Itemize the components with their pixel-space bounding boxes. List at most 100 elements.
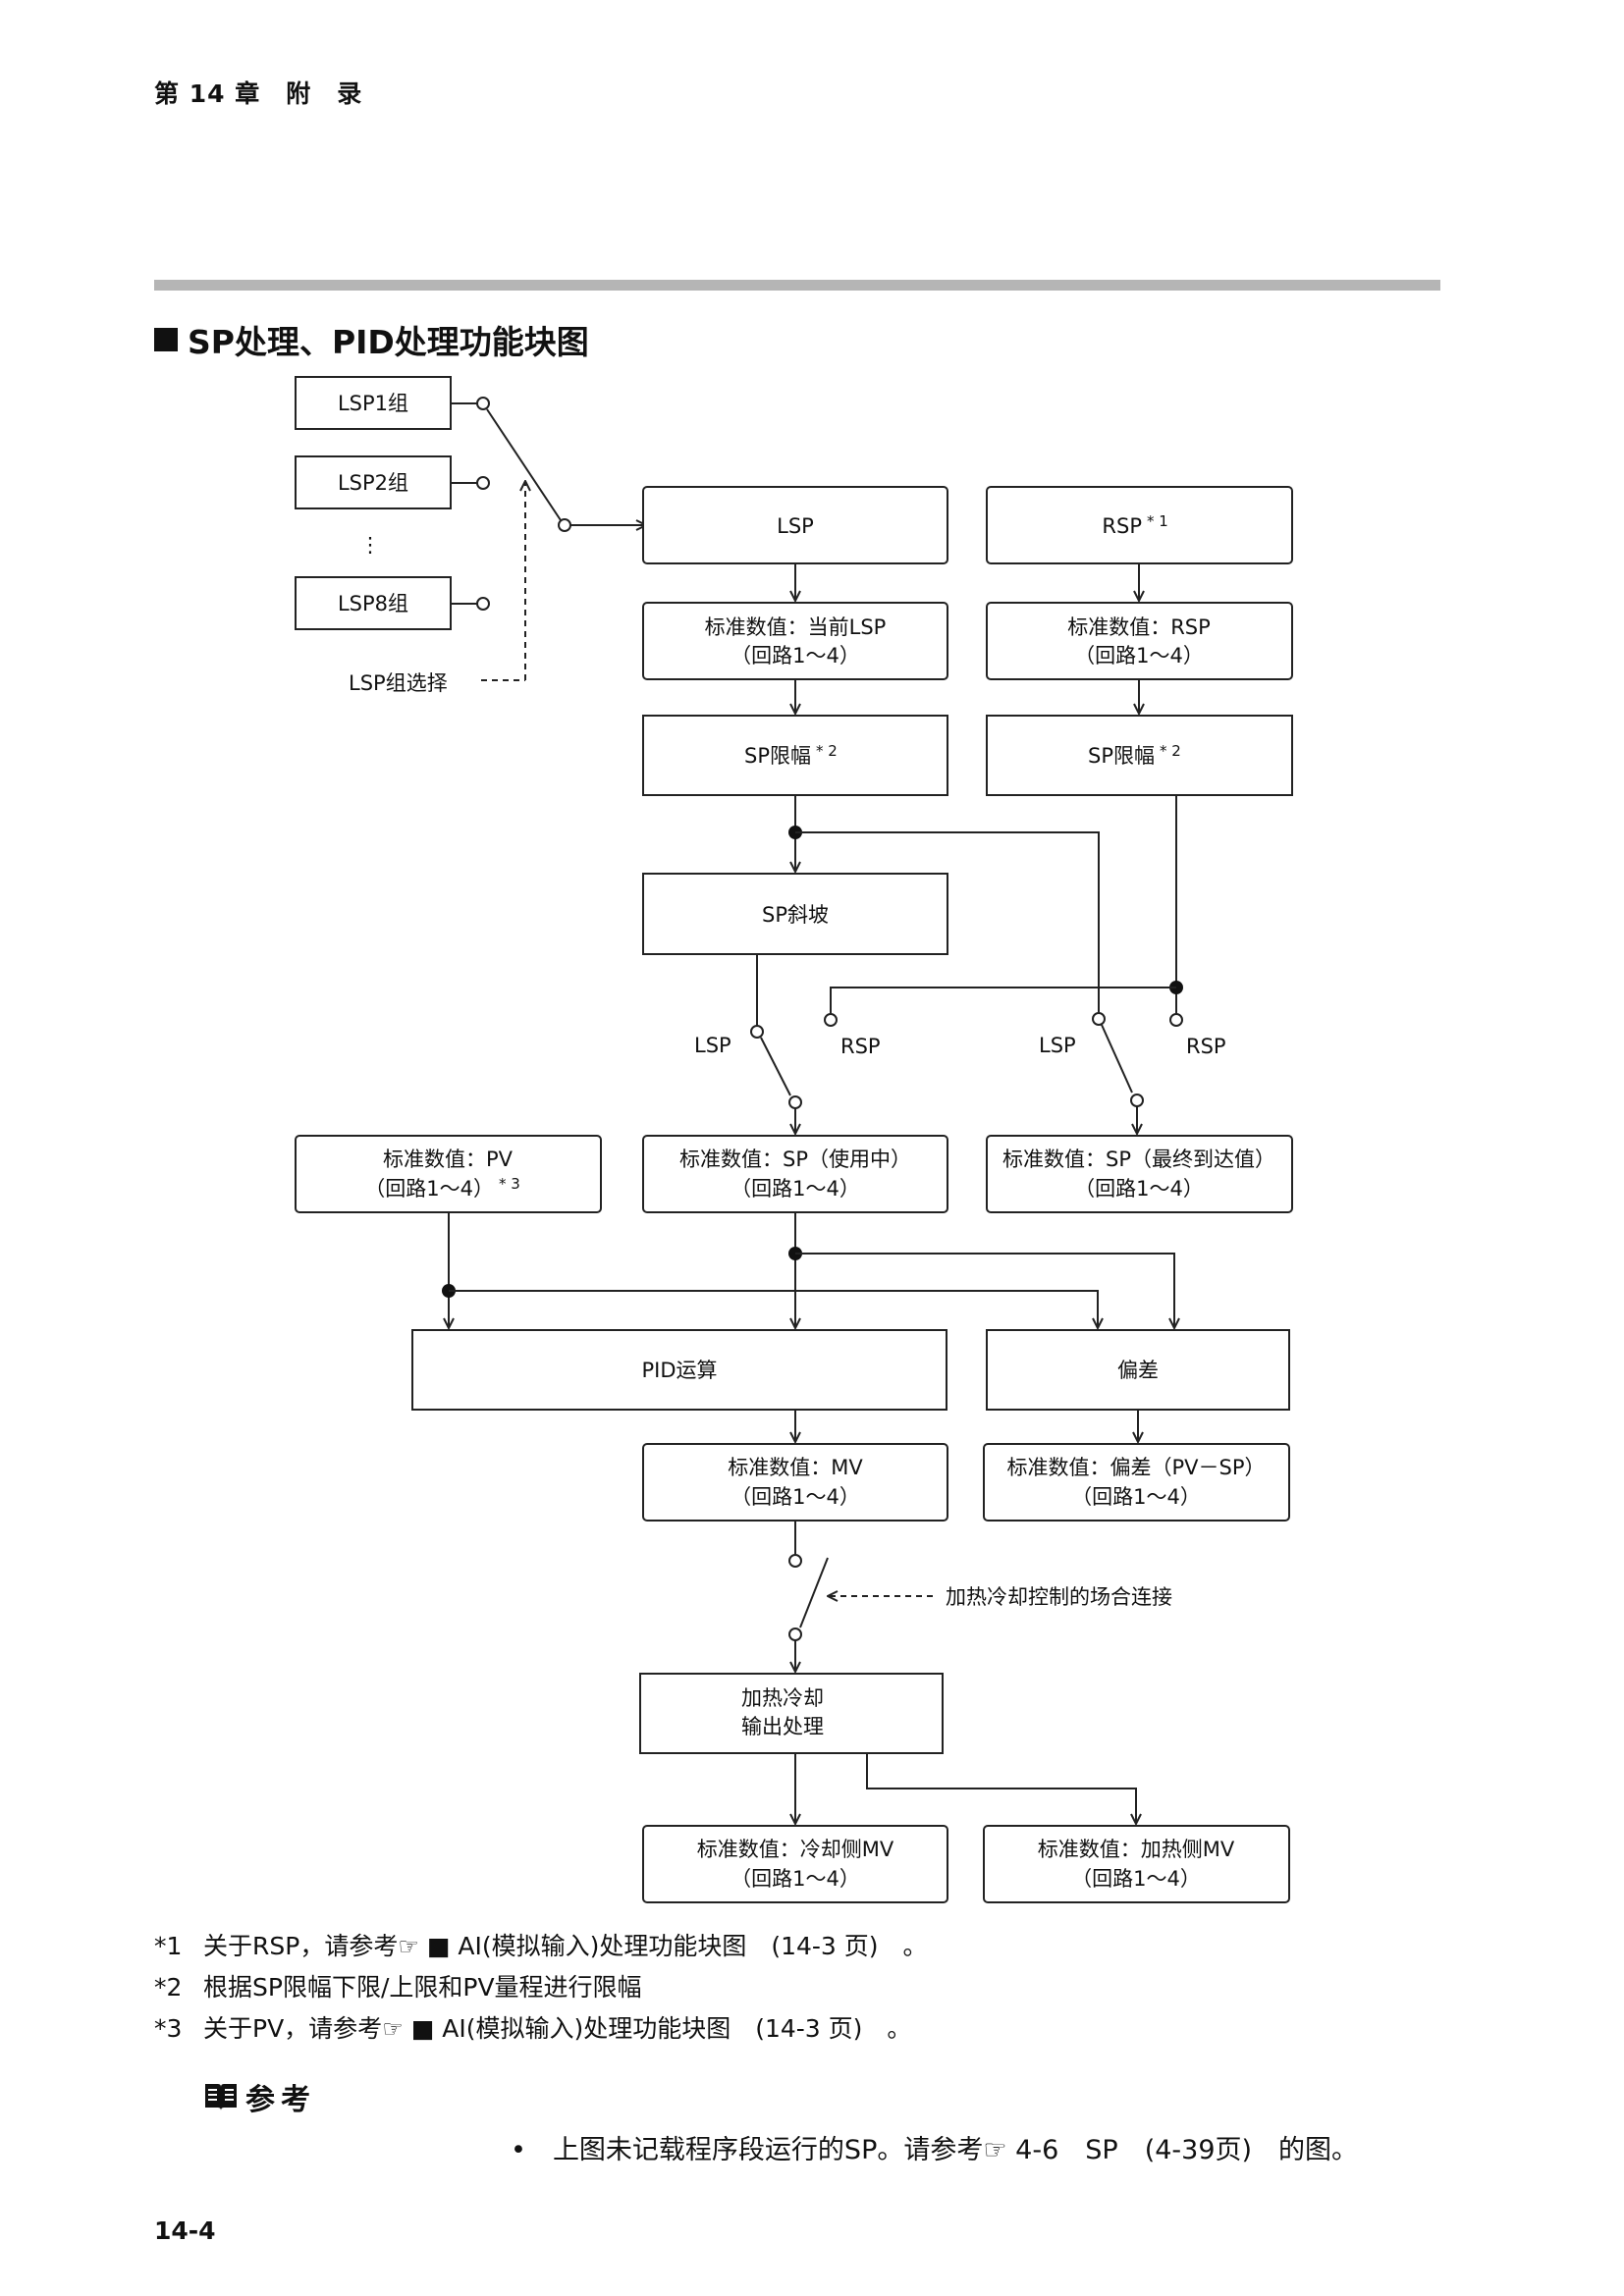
sp-limit-right-note: * 2 bbox=[1160, 742, 1181, 760]
final-switch-lsp-label: LSP bbox=[1039, 1034, 1076, 1057]
wire-pv-to-deviation bbox=[449, 1290, 1098, 1328]
lsp-group-select-label: LSP组选择 bbox=[349, 671, 448, 695]
pointing-hand-icon: ☞ bbox=[983, 2135, 1007, 2165]
used-switch-lsp-label: LSP bbox=[694, 1034, 731, 1057]
std-cool-mv-loop: （回路1～4） bbox=[731, 1867, 860, 1891]
footnote-text: 根据SP限幅下限/上限和PV量程进行限幅 bbox=[203, 1973, 642, 2002]
lsp-group2-block: LSP2组 bbox=[295, 455, 452, 509]
section-divider bbox=[154, 280, 1440, 291]
footnote-link[interactable]: ■ AI(模拟输入)处理功能块图 (14-3 页) 。 bbox=[410, 2014, 912, 2043]
heat-cool-output-label-2: 输出处理 bbox=[741, 1715, 824, 1738]
std-deviation-loop: （回路1～4） bbox=[1071, 1485, 1201, 1509]
footnote-key: *3 bbox=[154, 2014, 183, 2043]
footnote-key: *1 bbox=[154, 1932, 183, 1960]
std-mv-loop: （回路1～4） bbox=[731, 1485, 860, 1509]
heat-cool-output-block: 加热冷却 输出处理 bbox=[639, 1673, 944, 1754]
std-rsp-label: 标准数值：RSP bbox=[1067, 615, 1211, 639]
std-pv-label: 标准数值：PV bbox=[383, 1148, 514, 1171]
final-switch-rsp-label: RSP bbox=[1186, 1035, 1226, 1058]
footnote-3: *3 关于PV，请参考☞ ■ AI(模拟输入)处理功能块图 (14-3 页) 。 bbox=[154, 2008, 928, 2050]
reference-link[interactable]: 4-6 SP (4-39页) 的图。 bbox=[1015, 2135, 1359, 2165]
heat-cool-output-label-1: 加热冷却 bbox=[741, 1686, 824, 1710]
page-number: 14-4 bbox=[154, 2216, 216, 2245]
footnote-text: 关于PV，请参考 bbox=[203, 2014, 383, 2043]
used-switch-rsp-contact bbox=[824, 1013, 838, 1027]
footnote-2: *2 根据SP限幅下限/上限和PV量程进行限幅 bbox=[154, 1967, 928, 2008]
std-deviation-block: 标准数值：偏差（PV－SP） （回路1～4） bbox=[983, 1443, 1290, 1522]
std-sp-used-label: 标准数值：SP（使用中） bbox=[679, 1148, 911, 1171]
wire-to-heat-mv bbox=[866, 1753, 1136, 1824]
footnote-1: *1 关于RSP，请参考☞ ■ AI(模拟输入)处理功能块图 (14-3 页) 。 bbox=[154, 1926, 928, 1967]
used-switch-pivot bbox=[788, 1095, 802, 1109]
heat-cool-switch-label: 加热冷却控制的场合连接 bbox=[946, 1585, 1172, 1609]
book-icon bbox=[205, 2084, 237, 2110]
std-cool-mv-block: 标准数值：冷却侧MV （回路1～4） bbox=[642, 1825, 948, 1903]
section-title-text: SP处理、PID处理功能块图 bbox=[188, 323, 589, 361]
final-switch-pivot bbox=[1130, 1094, 1144, 1107]
footnote-text: 关于RSP，请参考 bbox=[203, 1932, 399, 1960]
footnote-link[interactable]: ■ AI(模拟输入)处理功能块图 (14-3 页) 。 bbox=[426, 1932, 928, 1960]
sp-limit-right-block: SP限幅 * 2 bbox=[986, 715, 1293, 796]
lsp-group8-block: LSP8组 bbox=[295, 576, 452, 630]
wire-sp-to-deviation bbox=[795, 1253, 1174, 1328]
lsp-group8-label: LSP8组 bbox=[338, 592, 408, 615]
std-sp-final-block: 标准数值：SP（最终到达值） （回路1～4） bbox=[986, 1135, 1293, 1213]
lsp8-contact bbox=[476, 597, 490, 611]
pointing-hand-icon: ☞ bbox=[398, 1933, 419, 1960]
lsp-group-ellipsis: ⋮ bbox=[360, 533, 381, 557]
pointing-hand-icon: ☞ bbox=[382, 2015, 404, 2043]
heat-cool-switch-blade bbox=[799, 1557, 829, 1629]
rsp-block: RSP * 1 bbox=[986, 486, 1293, 564]
chapter-header: 第 14 章 附 录 bbox=[154, 80, 363, 108]
deviation-label: 偏差 bbox=[1117, 1359, 1159, 1382]
std-current-lsp-loop: （回路1～4） bbox=[731, 644, 860, 667]
square-bullet-icon bbox=[154, 328, 178, 351]
reference-item: • 上图未记载程序段运行的SP。请参考☞ 4-6 SP (4-39页) 的图。 bbox=[511, 2128, 1358, 2166]
used-switch-rsp-label: RSP bbox=[840, 1035, 881, 1058]
sp-limit-right-label: SP限幅 bbox=[1088, 744, 1155, 768]
lsp-group2-label: LSP2组 bbox=[338, 471, 408, 495]
sp-limit-left-label: SP限幅 bbox=[744, 744, 811, 768]
std-pv-loop: （回路1～4） bbox=[364, 1177, 494, 1201]
lsp1-contact bbox=[476, 397, 490, 410]
pid-calc-block: PID运算 bbox=[411, 1329, 947, 1411]
heat-cool-switch-top-contact bbox=[788, 1554, 802, 1568]
std-heat-mv-label: 标准数值：加热侧MV bbox=[1038, 1838, 1235, 1861]
rsp-label: RSP bbox=[1102, 514, 1142, 538]
bullet: • bbox=[511, 2135, 526, 2165]
std-current-lsp-label: 标准数值：当前LSP bbox=[705, 615, 887, 639]
final-switch-lsp-contact bbox=[1092, 1012, 1106, 1026]
group-selector-pivot bbox=[558, 518, 571, 532]
rsp-note: * 1 bbox=[1147, 512, 1168, 530]
group-selector-blade bbox=[486, 408, 562, 521]
std-rsp-loop: （回路1～4） bbox=[1074, 644, 1204, 667]
sp-limit-left-note: * 2 bbox=[816, 742, 838, 760]
std-rsp-block: 标准数值：RSP （回路1～4） bbox=[986, 602, 1293, 680]
std-cool-mv-label: 标准数值：冷却侧MV bbox=[697, 1838, 894, 1861]
std-sp-used-loop: （回路1～4） bbox=[731, 1177, 860, 1201]
used-switch-lsp-contact bbox=[750, 1025, 764, 1039]
sp-limit-left-block: SP限幅 * 2 bbox=[642, 715, 948, 796]
std-sp-final-label: 标准数值：SP（最终到达值） bbox=[1002, 1148, 1275, 1171]
std-deviation-label: 标准数值：偏差（PV－SP） bbox=[1006, 1456, 1265, 1479]
wire-lsp-bypass bbox=[795, 831, 1100, 1013]
wire-rsp-to-left-switch bbox=[830, 987, 1176, 1014]
final-switch-rsp-contact bbox=[1169, 1013, 1183, 1027]
heat-cool-switch-pivot bbox=[788, 1628, 802, 1641]
std-pv-block: 标准数值：PV （回路1～4） * 3 bbox=[295, 1135, 602, 1213]
std-mv-block: 标准数值：MV （回路1～4） bbox=[642, 1443, 948, 1522]
lsp-block: LSP bbox=[642, 486, 948, 564]
std-mv-label: 标准数值：MV bbox=[728, 1456, 863, 1479]
lsp-group1-block: LSP1组 bbox=[295, 376, 452, 430]
section-title: SP处理、PID处理功能块图 bbox=[154, 316, 589, 363]
deviation-block: 偏差 bbox=[986, 1329, 1290, 1411]
reference-text: 上图未记载程序段运行的SP。请参考 bbox=[552, 2135, 984, 2165]
sp-ramp-label: SP斜坡 bbox=[762, 903, 829, 927]
lsp-label: LSP bbox=[777, 514, 814, 538]
footnote-key: *2 bbox=[154, 1973, 183, 2002]
lsp-group1-label: LSP1组 bbox=[338, 392, 408, 415]
std-heat-mv-loop: （回路1～4） bbox=[1071, 1867, 1201, 1891]
std-current-lsp-block: 标准数值：当前LSP （回路1～4） bbox=[642, 602, 948, 680]
